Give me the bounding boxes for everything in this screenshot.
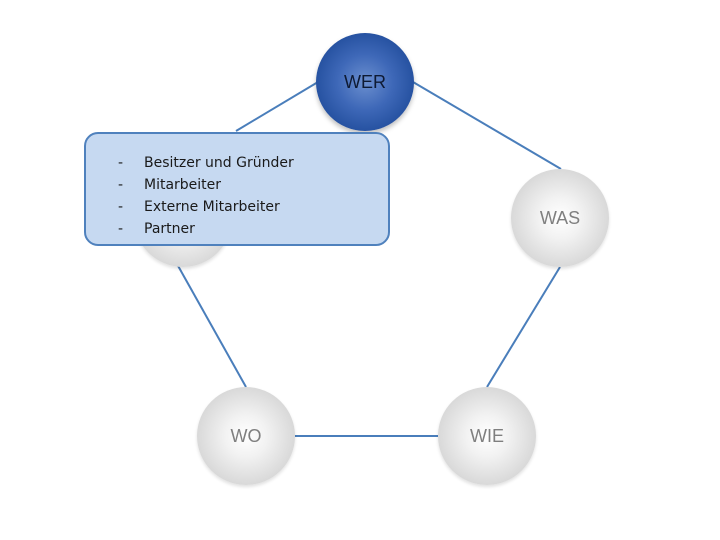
node-wo-label: WO <box>230 425 262 446</box>
callout-list-item: -Externe Mitarbeiter <box>118 196 388 218</box>
callout-list-item: -Mitarbeiter <box>118 174 388 196</box>
callout-list-item: -Besitzer und Gründer <box>118 152 388 174</box>
connector-wo-hidden <box>176 263 247 388</box>
callout-item-text: Externe Mitarbeiter <box>144 199 280 215</box>
callout-list-item: -Partner <box>118 218 388 240</box>
connector-hidden-wer <box>235 81 319 132</box>
callout-item-text: Partner <box>144 221 195 237</box>
connector-was-wie <box>486 266 561 388</box>
callout-box: -Besitzer und Gründer -Mitarbeiter -Exte… <box>84 132 390 246</box>
connector-wer-was <box>412 81 562 170</box>
node-wer: WER <box>316 33 414 131</box>
callout-item-text: Mitarbeiter <box>144 177 222 193</box>
node-was-label: WAS <box>539 207 581 228</box>
node-wie-label: WIE <box>470 425 504 446</box>
node-was: WAS <box>511 169 609 267</box>
node-wie: WIE <box>438 387 536 485</box>
callout-item-text: Besitzer und Gründer <box>144 155 294 171</box>
callout-list: -Besitzer und Gründer -Mitarbeiter -Exte… <box>118 152 388 240</box>
node-wo: WO <box>197 387 295 485</box>
node-wer-label: WER <box>344 71 386 92</box>
